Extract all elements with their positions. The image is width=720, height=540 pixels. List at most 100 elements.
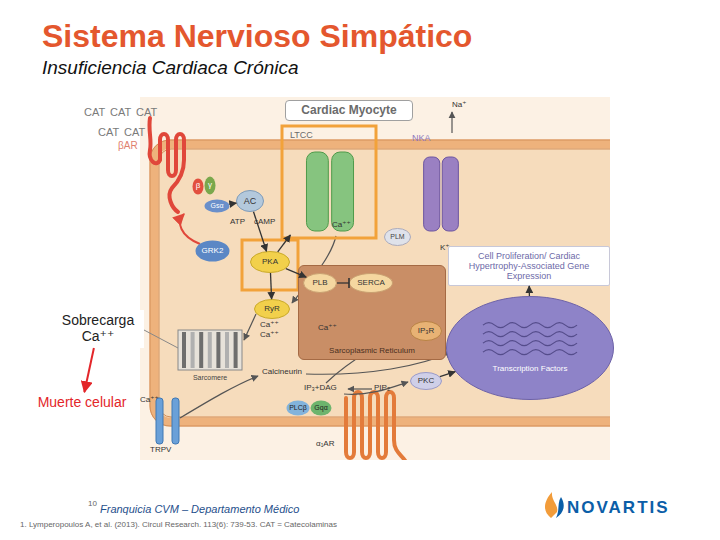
pathway-node: Cell Proliferation/ Cardiac Hypertrophy-… (448, 246, 610, 286)
node-label: PLB (312, 279, 327, 288)
pathway-node: PKA (250, 251, 290, 273)
node-text-wrap: Gsα (204, 199, 230, 213)
pathway-node: Cardiac Myocyte (285, 100, 413, 121)
node-label: γ (208, 181, 212, 190)
channel-subunit (424, 157, 440, 231)
node-label: Gsα (211, 202, 224, 210)
logo-icon (545, 492, 564, 518)
text-label: Ca⁺⁺ (332, 221, 351, 230)
node-text-wrap: Cardiac Myocyte (286, 101, 412, 120)
text-label: 1. Lymperopoulos A, et al. (2013). Circu… (20, 521, 337, 530)
node-outline (288, 130, 372, 235)
node-label: PLM (390, 233, 404, 241)
node-text-wrap: γ (204, 176, 216, 195)
pathway-node: PLB (303, 273, 337, 293)
pathway-node: LTCC (288, 130, 372, 235)
protein-oval (311, 401, 332, 416)
text-label: Na⁺ (452, 101, 466, 110)
pathway-node: AC (236, 190, 264, 212)
dna-strand (483, 332, 577, 337)
text-label: Ca⁺⁺ (318, 324, 337, 333)
protein-oval (205, 200, 230, 213)
edge-connector (286, 269, 306, 278)
trpv-channel (156, 398, 163, 444)
dna-strand (483, 323, 577, 328)
text-label: NOVARTIS (567, 499, 670, 518)
node-label: GRK2 (202, 247, 224, 256)
node-text-wrap: AC (236, 190, 264, 212)
leader-line (144, 330, 178, 348)
text-label: CAT (110, 106, 131, 118)
node-text-wrap: Sobrecarga Ca⁺⁺ (52, 310, 144, 348)
node-label: SERCA (357, 279, 385, 288)
pathway-node: γ (204, 176, 216, 195)
node-text-wrap: GRK2 (195, 240, 230, 262)
protein-oval (287, 401, 310, 416)
node-label: Gqα (314, 404, 327, 412)
node-outline (178, 328, 242, 382)
node-outline (410, 133, 472, 235)
channel-subunit (442, 157, 458, 231)
node-text-wrap: PKC (410, 372, 442, 390)
protein-oval (350, 274, 393, 293)
sarcomere-band (178, 330, 242, 370)
node-text-wrap: PLM (384, 228, 411, 246)
node-label: Sarcoplasmic Reticulum (329, 347, 415, 356)
slide-title: Sistema Nervioso Simpático (42, 18, 472, 55)
text-label: Franquicia CVM – Departamento Médico (100, 503, 299, 515)
node-text-wrap: Transcription Factors (446, 296, 614, 400)
node-text-wrap: LTCC (288, 130, 372, 235)
sarcomere-stripe (182, 332, 186, 368)
dna-strand (483, 350, 577, 355)
node-label: IP₃R (418, 327, 435, 336)
highlight-square (242, 240, 298, 290)
alpha-receptor (346, 392, 406, 460)
pathway-node: PKC (410, 372, 442, 390)
text-label: βAR (118, 140, 138, 151)
pathway-node: GRK2 (195, 240, 230, 262)
pathway-node: β (192, 178, 204, 195)
text-label: Ca⁺⁺ (260, 321, 279, 330)
node-label: Cell Proliferation/ Cardiac Hypertrophy-… (457, 251, 601, 281)
text-label: CAT (98, 126, 119, 138)
pathway-node: Sobrecarga Ca⁺⁺ (52, 310, 144, 348)
pathway-node: Gsα (204, 199, 230, 213)
pathway-node: Muerte celular (34, 392, 130, 414)
text-label: ATP (230, 218, 245, 227)
node-text-wrap: β (192, 178, 204, 195)
text-label: CAT (84, 106, 105, 118)
node-text-wrap: PLCβ (286, 400, 310, 416)
sarcomere-stripe (216, 332, 220, 368)
edge-connector (271, 273, 272, 299)
edge-connector (84, 348, 94, 392)
pathway-node: SERCA (349, 273, 393, 293)
node-text-wrap: RyR (254, 299, 290, 319)
text-label: Calcineurin (262, 368, 302, 377)
pathway-node: PLCβ (286, 400, 310, 416)
node-label: PLCβ (289, 404, 307, 412)
text-label: PIP₂ (374, 384, 390, 393)
node-label: AC (244, 196, 257, 206)
node-label: Sobrecarga Ca⁺⁺ (52, 313, 144, 344)
pathway-node: Sarcoplasmic Reticulum PLB SERCA (298, 265, 446, 360)
node-text-wrap: PLB (303, 273, 337, 293)
pathway-node: IP₃R (410, 321, 442, 341)
grk2-arrow (180, 214, 200, 244)
node-text-wrap: NKA (410, 133, 472, 235)
protein-oval (255, 300, 290, 319)
beta-receptor (149, 118, 184, 212)
text-label: 10 (88, 500, 97, 509)
text-label: TRPV (150, 446, 171, 455)
node-outline (446, 296, 614, 400)
signal-arrows (180, 112, 452, 418)
edge-connector (529, 286, 531, 296)
node-label: LTCC (290, 130, 313, 140)
node-label: β (196, 182, 201, 191)
dna-strand (483, 341, 577, 346)
edge-connector (337, 282, 349, 283)
nucleus-shape (447, 297, 614, 400)
figure-panel (140, 97, 610, 460)
protein-oval (411, 373, 442, 390)
text-label: Ca⁺⁺ (140, 396, 159, 405)
